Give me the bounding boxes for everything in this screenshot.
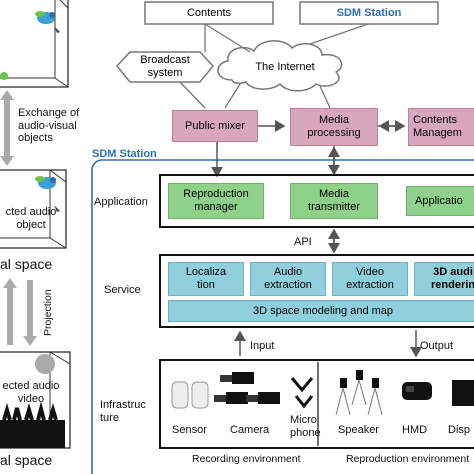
application-box: Applicatio <box>406 186 474 216</box>
left-bottom-space-frame <box>0 351 71 449</box>
sensor-icon <box>171 381 209 409</box>
space-label-top: al space <box>0 256 53 272</box>
layer-label-application: Application <box>94 196 148 208</box>
contents-box-shape <box>144 1 274 25</box>
display-icon <box>452 380 474 406</box>
projection-arrows <box>3 278 37 346</box>
device-label-sensor: Sensor <box>172 424 207 436</box>
sdm-station-container <box>91 159 474 474</box>
left-top-space-frame <box>0 0 69 88</box>
space-modeling-box: 3D space modeling and map <box>168 300 474 322</box>
hmd-icon <box>402 382 432 400</box>
public-mixer-box: Public mixer <box>172 110 258 142</box>
projection-label: Projection <box>42 289 54 336</box>
application-layer-frame <box>159 174 474 228</box>
sdm-station-top-box: SDM Station <box>336 6 402 19</box>
device-label-display: Disp <box>448 424 471 436</box>
internet-label: The Internet <box>255 60 315 73</box>
device-label-hmd: HMD <box>402 424 428 436</box>
reproduction-environment-label: Reproduction environment <box>346 453 470 465</box>
recording-environment-label: Recording environment <box>192 453 301 465</box>
layer-label-service: Service <box>104 284 141 296</box>
device-label-speaker: Speaker <box>338 424 379 436</box>
device-label-camera: Camera <box>230 424 270 436</box>
contents-box: Contents <box>186 6 232 19</box>
space-label-bottom: al space <box>0 452 53 468</box>
input-label: Input <box>250 340 275 352</box>
sdm-station-top-shape <box>299 1 439 25</box>
internet-cloud-shape <box>217 40 343 92</box>
api-label: API <box>294 236 312 248</box>
speaker-icon <box>335 370 383 416</box>
sdm-station-title: SDM Station <box>92 148 157 160</box>
exchange-arrow <box>0 90 14 166</box>
audio-object-icon-top <box>35 11 60 33</box>
audio-object-icon-mid <box>35 176 60 212</box>
camera-icon <box>214 372 280 404</box>
top-connectors <box>179 23 369 109</box>
service-layer-frame <box>159 254 474 328</box>
output-label: Output <box>420 340 454 352</box>
green-dot-icon <box>0 72 8 80</box>
microphone-icon <box>290 377 314 409</box>
infrastructure-layer-frame <box>159 359 474 449</box>
broadcast-shape <box>116 51 214 83</box>
